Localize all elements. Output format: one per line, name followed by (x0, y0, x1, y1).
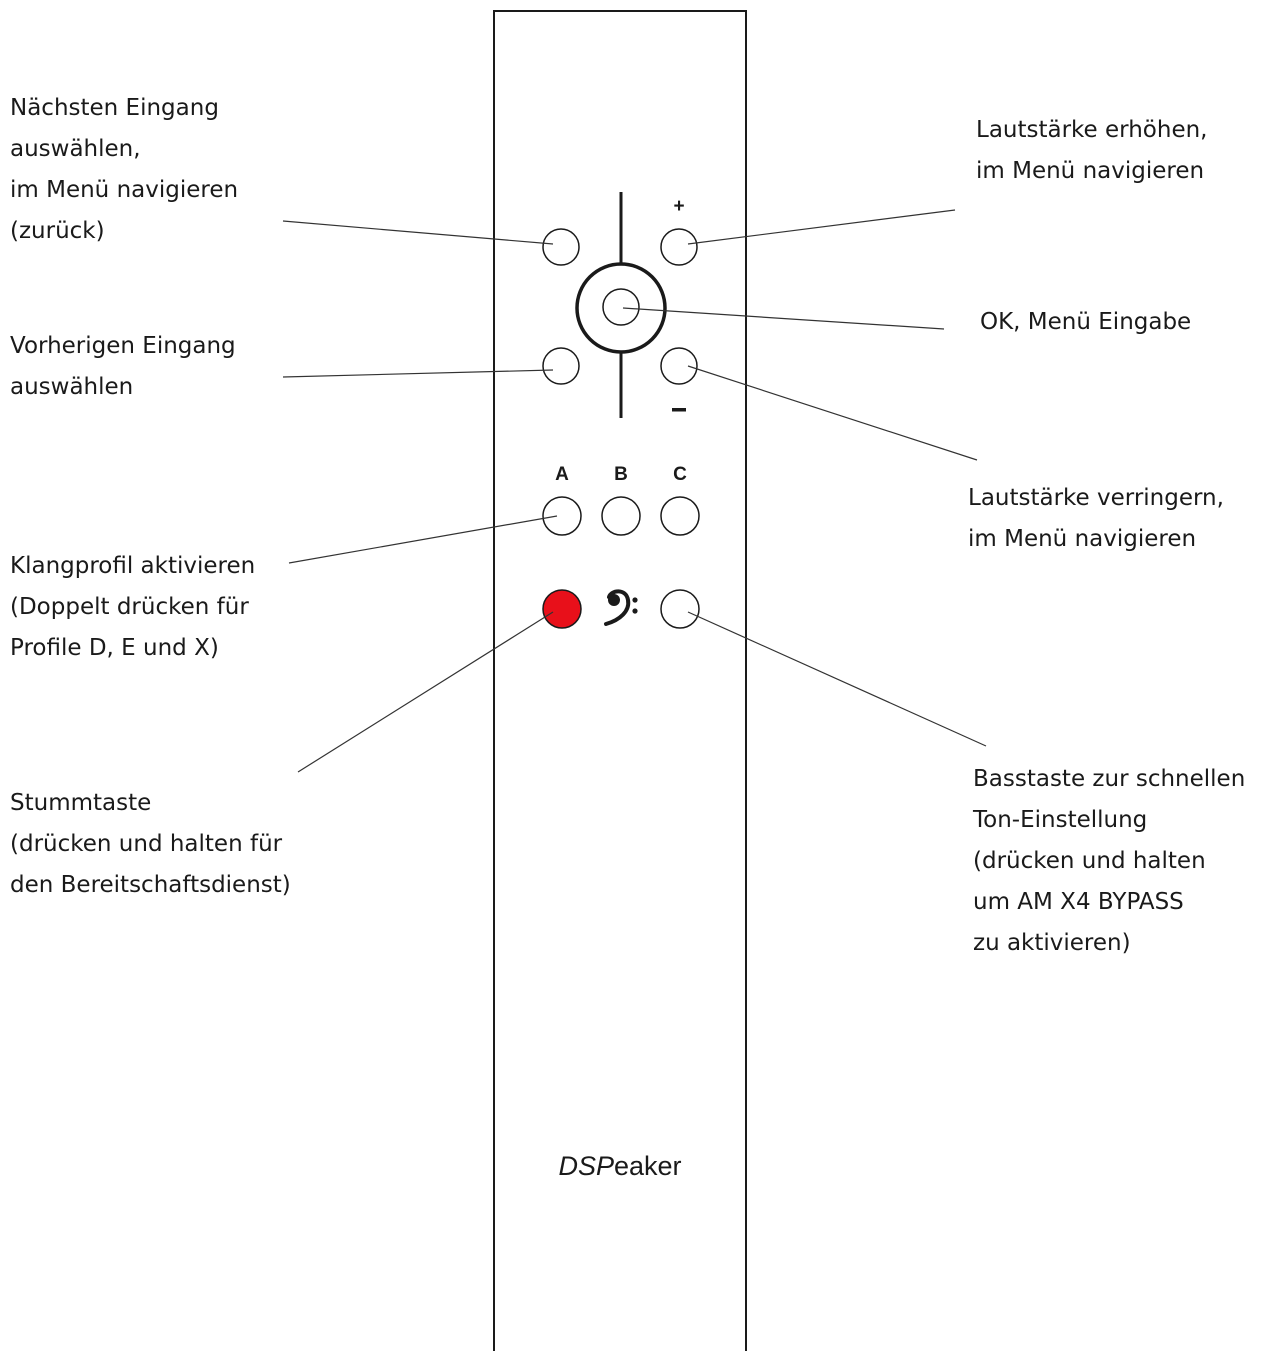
leader-ok (622, 307, 945, 330)
callout-volume-down: Lautstärke verringern, im Menü navigiere… (968, 485, 1224, 552)
callout-bass: Basstaste zur schnellen Ton-Einstellung … (973, 766, 1246, 956)
callout-volume-up: Lautstärke erhöhen, im Menü navigieren (976, 117, 1208, 184)
leader-previous-input (282, 369, 554, 378)
profile-b-button[interactable] (601, 496, 641, 536)
callout-sound-profile: Klangprofil aktivieren (Doppelt drücken … (10, 553, 256, 661)
leader-mute (297, 611, 554, 773)
callout-mute: Stummtaste (drücken und halten für den B… (10, 790, 291, 898)
volume-minus-sign (672, 408, 686, 412)
volume-plus-sign: + (673, 196, 684, 217)
volume-up-button[interactable] (660, 228, 698, 266)
leader-sound-profile (288, 515, 558, 564)
profile-c-letter: C (673, 464, 687, 485)
ok-button[interactable] (602, 288, 640, 326)
callout-ok: OK, Menü Eingabe (980, 309, 1192, 335)
leader-volume-down (687, 365, 978, 461)
volume-down-button[interactable] (660, 347, 698, 385)
profile-a-button[interactable] (542, 496, 582, 536)
next-input-button[interactable] (542, 228, 580, 266)
profile-a-letter: A (555, 464, 569, 485)
profile-b-letter: B (614, 464, 628, 485)
leader-next-input (282, 220, 554, 245)
callout-previous-input: Vorherigen Eingang auswählen (10, 333, 236, 400)
leader-bass (687, 611, 987, 747)
bass-button[interactable] (660, 589, 700, 629)
profile-c-button[interactable] (660, 496, 700, 536)
mute-button[interactable] (542, 589, 582, 629)
remote-body (493, 10, 747, 1351)
previous-input-button[interactable] (542, 347, 580, 385)
bass-clef-icon (604, 589, 638, 626)
leader-volume-up (687, 209, 956, 245)
brand-logo: DSPeaker (558, 1151, 681, 1181)
callout-lines (282, 209, 987, 773)
callout-next-input: Nächsten Eingang auswählen, im Menü navi… (10, 95, 239, 244)
